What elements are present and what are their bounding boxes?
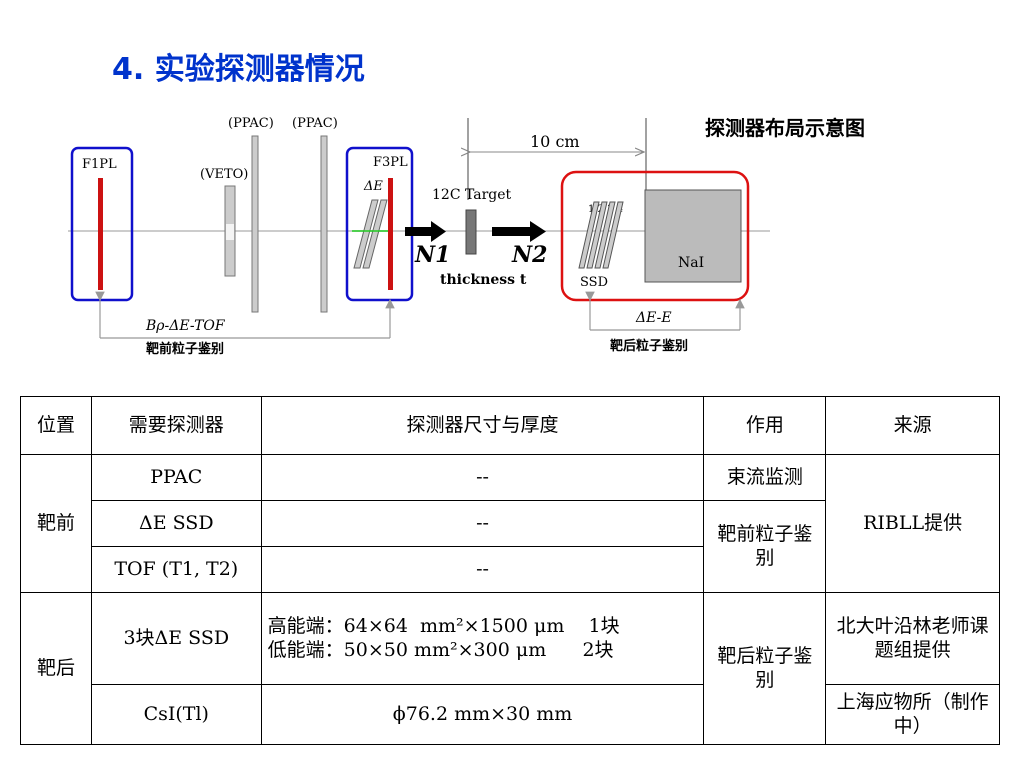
- back-pid-bracket: [585, 291, 745, 331]
- detector-cell: TOF (T1, T2): [90, 546, 262, 593]
- slide-title: 4. 实验探测器情况: [112, 52, 365, 87]
- diagram-caption: 探测器布局示意图: [705, 116, 865, 140]
- f1pl-label: F1PL: [82, 157, 117, 172]
- front-position-cell: 靶前: [20, 454, 92, 593]
- f3pl-frame: [345, 146, 414, 302]
- size-cell: ϕ76.2 mm×30 mm: [260, 684, 705, 745]
- table-row: ΔE SSD -- 靶前粒子鉴别: [21, 500, 1000, 593]
- back-pid-label: 靶后粒子鉴别: [610, 338, 688, 354]
- table-header-row: 位置 需要探测器 探测器尺寸与厚度 作用 来源: [20, 396, 1000, 455]
- n2-label: N2: [511, 242, 547, 268]
- target: [465, 209, 477, 255]
- detector-cell: ΔE SSD: [90, 500, 262, 547]
- ppac2-label: (PPAC): [292, 116, 338, 131]
- function-cell: 束流监测: [703, 454, 827, 501]
- source-cell: 上海应物所（制作中）: [825, 684, 1000, 745]
- table-row: CsI(Tl) ϕ76.2 mm×30 mm 上海应物所（制作中）: [21, 684, 1000, 745]
- ppac2-detector: [320, 135, 328, 313]
- f3pl-delta-e-detectors: [353, 199, 388, 269]
- detector-cell: CsI(Tl): [90, 684, 262, 745]
- header-source: 来源: [825, 396, 1000, 455]
- ssd-size-line-high: 高能端：64×64 mm²×1500 μm 1块: [267, 614, 620, 637]
- function-cell: 靶后粒子鉴别: [703, 592, 827, 745]
- header-position: 位置: [20, 396, 92, 455]
- header-size: 探测器尺寸与厚度: [260, 396, 705, 455]
- de-e-label: ΔE-E: [635, 310, 672, 326]
- f3pl-detector: [388, 178, 393, 290]
- front-pid-bracket: [95, 291, 395, 339]
- source-cell: RIBLL提供: [825, 454, 1000, 593]
- f1pl-detector: [98, 178, 103, 290]
- veto-label: (VETO): [200, 167, 248, 182]
- size-cell: --: [260, 454, 705, 501]
- delta-e-label: ΔE: [363, 179, 383, 194]
- nai-detector: [644, 189, 742, 283]
- ssd-stack: [578, 201, 624, 269]
- n1-label: N1: [414, 242, 450, 268]
- front-pid-label: 靶前粒子鉴别: [146, 341, 224, 357]
- target-label: 12C Target: [432, 187, 512, 203]
- distance-label: 10 cm: [530, 132, 580, 151]
- detector-layout-diagram: F1PL (VETO) (PPAC) (PPAC) F3PL ΔE N1 10 …: [68, 116, 770, 357]
- ppac1-label: (PPAC): [228, 116, 274, 131]
- detector-cell: PPAC: [90, 454, 262, 501]
- thickness-label: thickness t: [440, 272, 527, 288]
- header-function: 作用: [703, 396, 827, 455]
- size-cell: --: [260, 546, 705, 593]
- ssd-label: SSD: [580, 275, 608, 290]
- ppac1-detector: [251, 135, 259, 313]
- f3pl-label: F3PL: [373, 155, 408, 170]
- function-cell: 靶前粒子鉴别: [703, 500, 827, 593]
- ssd-size-line-low: 低能端：50×50 mm²×300 μm 2块: [267, 638, 614, 661]
- detector-table: 位置 需要探测器 探测器尺寸与厚度 作用 来源 靶前 PPAC -- 束流监测 …: [20, 396, 1000, 745]
- size-cell: 高能端：64×64 mm²×1500 μm 1块 低能端：50×50 mm²×3…: [260, 592, 705, 685]
- header-detector: 需要探测器: [90, 396, 262, 455]
- table-row: 靶后 3块ΔE SSD 高能端：64×64 mm²×1500 μm 1块 低能端…: [20, 592, 1000, 745]
- nai-label: NaI: [678, 255, 704, 271]
- detector-cell: 3块ΔE SSD: [90, 592, 262, 685]
- size-cell: --: [260, 500, 705, 547]
- table-row: 靶前 PPAC -- 束流监测 RIBLL提供: [20, 454, 1000, 593]
- back-position-cell: 靶后: [20, 592, 92, 745]
- source-cell: 北大叶沿林老师课题组提供: [825, 592, 1000, 685]
- n1-arrow: [405, 221, 446, 242]
- veto-hole: [226, 224, 234, 240]
- bp-de-tof-label: Bρ-ΔE-TOF: [145, 318, 226, 334]
- n2-arrow: [492, 221, 546, 242]
- back-detector-frame: [560, 170, 750, 302]
